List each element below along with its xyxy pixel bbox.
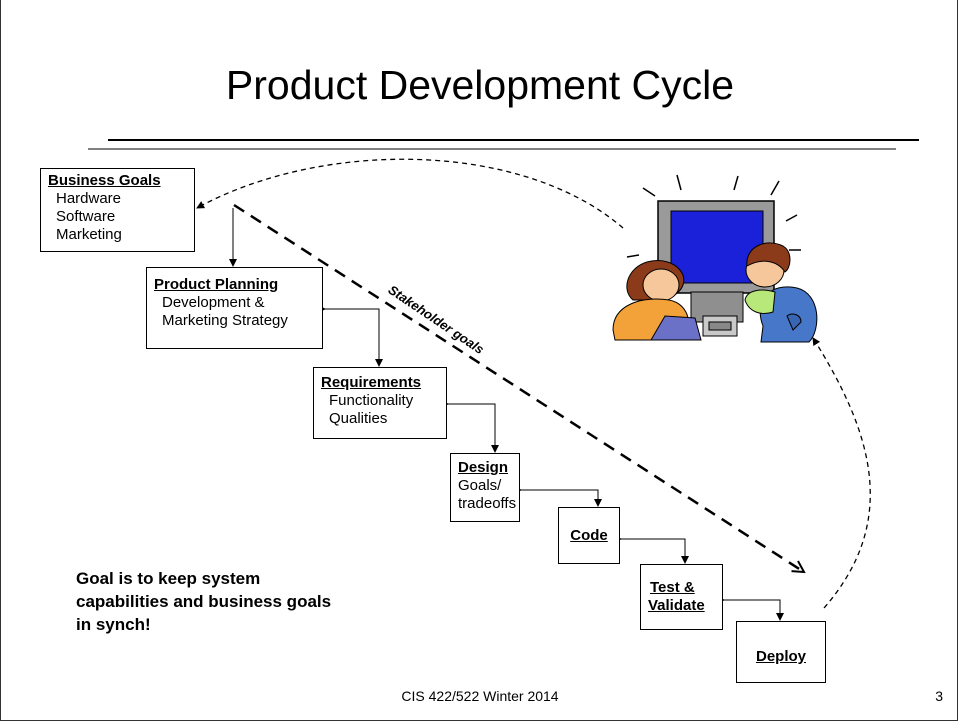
arrow-design-to-code — [514, 486, 602, 507]
design-heading: Design — [458, 459, 509, 476]
product-planning-line: Development & — [162, 294, 265, 311]
test-heading-line1: Test & — [650, 579, 695, 596]
test-heading-line2: Validate — [648, 597, 705, 614]
business-goals-box: Business Goals Hardware Software Marketi… — [40, 168, 195, 252]
arrow-planning-to-requirements — [318, 305, 383, 367]
deploy-box: Deploy — [736, 621, 826, 683]
goal-note-line: Goal is to keep system — [76, 569, 261, 588]
business-goals-heading: Business Goals — [48, 172, 161, 189]
product-planning-line: Marketing Strategy — [162, 312, 288, 329]
feedback-arrow-deploy-to-users — [812, 337, 871, 609]
page-number: 3 — [935, 688, 943, 704]
arrow-test-to-deploy — [717, 596, 784, 621]
code-heading: Code — [570, 527, 608, 544]
arrow-code-to-test — [614, 535, 689, 564]
design-line: Goals/ — [458, 477, 502, 494]
feedback-arrow-to-business — [196, 158, 624, 229]
code-box: Code — [558, 507, 620, 564]
design-line: tradeoffs — [458, 495, 517, 512]
slide-title: Product Development Cycle — [225, 62, 735, 108]
requirements-line: Functionality — [329, 392, 414, 409]
product-planning-box: Product Planning Development & Marketing… — [146, 267, 323, 349]
requirements-line: Qualities — [329, 410, 388, 427]
children-computer-illustration — [612, 174, 818, 343]
business-goals-line: Software — [56, 208, 116, 225]
stakeholder-goals-arrow — [233, 203, 804, 572]
test-validate-box: Test & Validate — [640, 564, 723, 630]
goal-note-line: capabilities and business goals — [76, 592, 332, 611]
requirements-heading: Requirements — [321, 374, 422, 391]
slide-footer: CIS 422/522 Winter 2014 — [401, 688, 559, 704]
design-box: Design Goals/ tradeoffs — [450, 453, 520, 522]
business-goals-line: Marketing — [56, 226, 122, 243]
product-planning-heading: Product Planning — [154, 276, 279, 293]
deploy-heading: Deploy — [755, 648, 806, 665]
arrow-requirements-to-design — [441, 400, 499, 453]
goal-note-line: in synch! — [76, 615, 151, 634]
business-goals-line: Hardware — [56, 190, 122, 207]
goal-note: Goal is to keep system capabilities and … — [76, 567, 331, 636]
requirements-box: Requirements Functionality Qualities — [313, 367, 447, 439]
